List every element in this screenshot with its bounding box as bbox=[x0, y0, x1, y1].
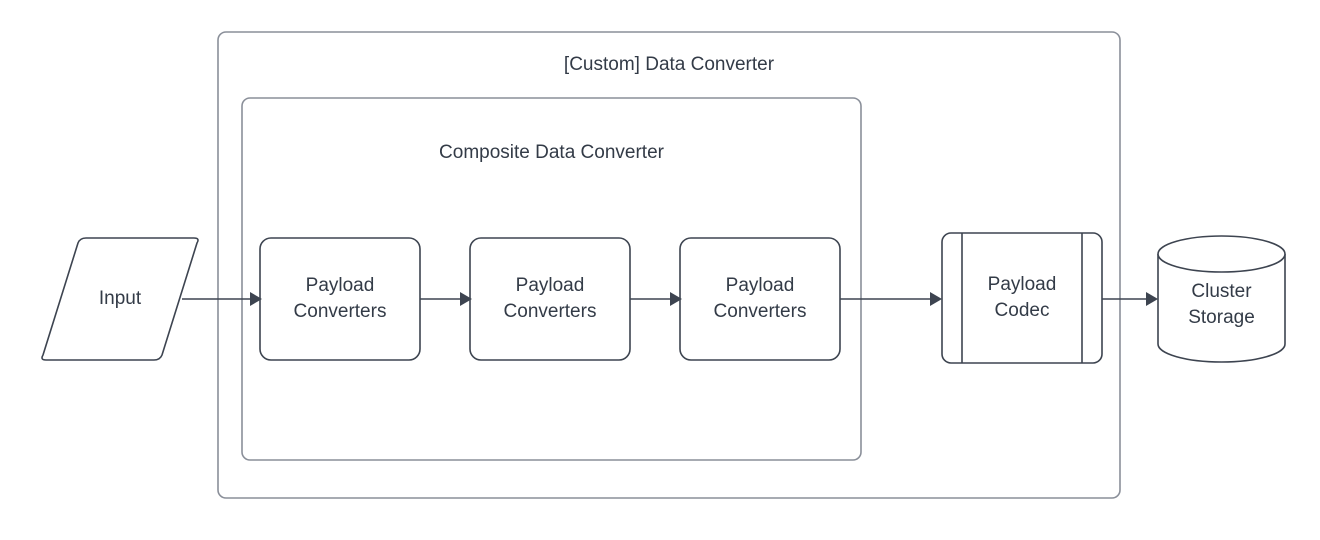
node-input-shape[interactable] bbox=[41, 237, 199, 361]
node-payload-converters-2-shape[interactable] bbox=[469, 237, 631, 361]
node-payload-codec-shape[interactable] bbox=[941, 232, 1103, 364]
node-payload-converters-1-shape[interactable] bbox=[259, 237, 421, 361]
node-payload-converters-3-shape[interactable] bbox=[679, 237, 841, 361]
node-cluster-storage-body[interactable] bbox=[1157, 254, 1286, 363]
arrow-head-pc3-to-codec bbox=[930, 292, 942, 306]
node-cluster-storage-top bbox=[1157, 235, 1286, 273]
container-custom-data-converter[interactable] bbox=[217, 31, 1121, 499]
arrow-head-pc2-to-pc3 bbox=[670, 292, 682, 306]
container-composite-data-converter[interactable] bbox=[241, 97, 862, 461]
arrow-head-input-to-pc1 bbox=[250, 292, 262, 306]
arrow-head-pc1-to-pc2 bbox=[460, 292, 472, 306]
arrow-head-codec-to-storage bbox=[1146, 292, 1158, 306]
